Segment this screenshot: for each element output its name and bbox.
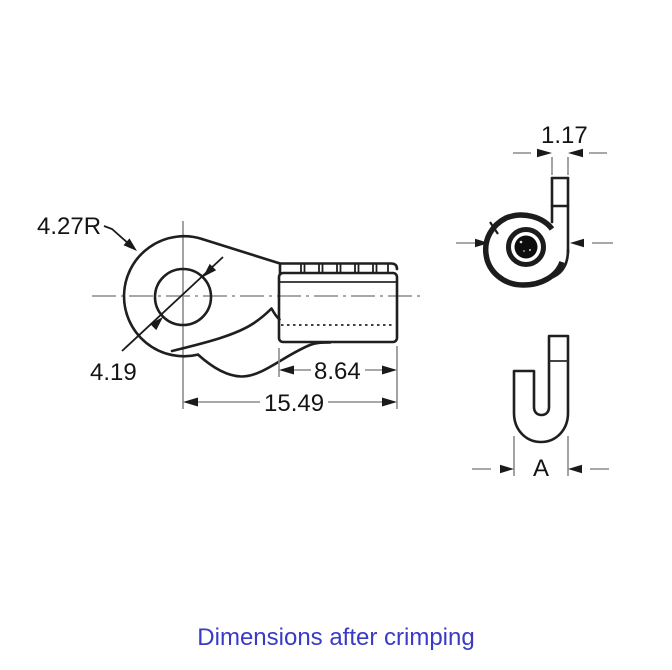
overall-arrow-right bbox=[382, 397, 397, 407]
crimped-width-arrows bbox=[456, 238, 613, 248]
top-tangent-line bbox=[200, 237, 282, 265]
open-width-arrow-right bbox=[568, 464, 582, 474]
barrel-arrow-left bbox=[279, 365, 294, 375]
dim-label-overall-length: 15.49 bbox=[264, 390, 324, 417]
wire-entry-curve bbox=[170, 307, 281, 353]
thickness-arrow-left bbox=[537, 148, 552, 158]
caption: Dimensions after crimping bbox=[197, 624, 474, 651]
hole-arrowhead-lower bbox=[149, 317, 163, 331]
open-width-arrow-left bbox=[500, 464, 514, 474]
radius-leader-line bbox=[103, 225, 131, 246]
serration-strip bbox=[278, 262, 399, 275]
dim-label-ring-radius: 4.27R bbox=[37, 213, 101, 240]
curl-inner-wrap bbox=[506, 227, 546, 267]
overall-arrow-left bbox=[183, 397, 198, 407]
dim-hole-diameter: 4.19 bbox=[90, 256, 224, 386]
barrel-body bbox=[277, 271, 399, 344]
sheet-end-face bbox=[489, 221, 499, 235]
radius-arrowhead bbox=[123, 238, 137, 251]
open-cross-section: A bbox=[472, 334, 609, 482]
dim-label-open-width: A bbox=[533, 455, 549, 482]
dim-barrel-length: 8.64 bbox=[278, 346, 398, 409]
dim-overall-length: 15.49 bbox=[183, 390, 397, 417]
wire-conductor bbox=[514, 235, 538, 259]
open-barrel-outline bbox=[512, 334, 570, 444]
dim-material-thickness: 1.17 bbox=[513, 122, 607, 175]
crimp-tab bbox=[550, 176, 570, 254]
ring-hole bbox=[153, 267, 213, 327]
thickness-arrow-right bbox=[568, 148, 583, 158]
hole-arrowhead-upper bbox=[203, 263, 217, 277]
ring-outline bbox=[122, 234, 204, 358]
dim-ring-radius: 4.27R bbox=[37, 213, 137, 251]
palm-bottom-curve bbox=[196, 341, 332, 378]
dim-label-thickness: 1.17 bbox=[541, 122, 588, 149]
crimped-cross-section: 1.17 bbox=[456, 122, 613, 288]
serration-ticks bbox=[300, 263, 389, 273]
barrel-arrow-right bbox=[382, 365, 397, 375]
dim-label-barrel-length: 8.64 bbox=[314, 358, 361, 385]
curl-outer-wrap bbox=[482, 212, 565, 288]
dim-label-hole-diameter: 4.19 bbox=[90, 359, 137, 386]
dim-open-width: A bbox=[472, 436, 609, 482]
side-view: 4.27R 4.19 8.64 15.49 bbox=[37, 213, 425, 417]
